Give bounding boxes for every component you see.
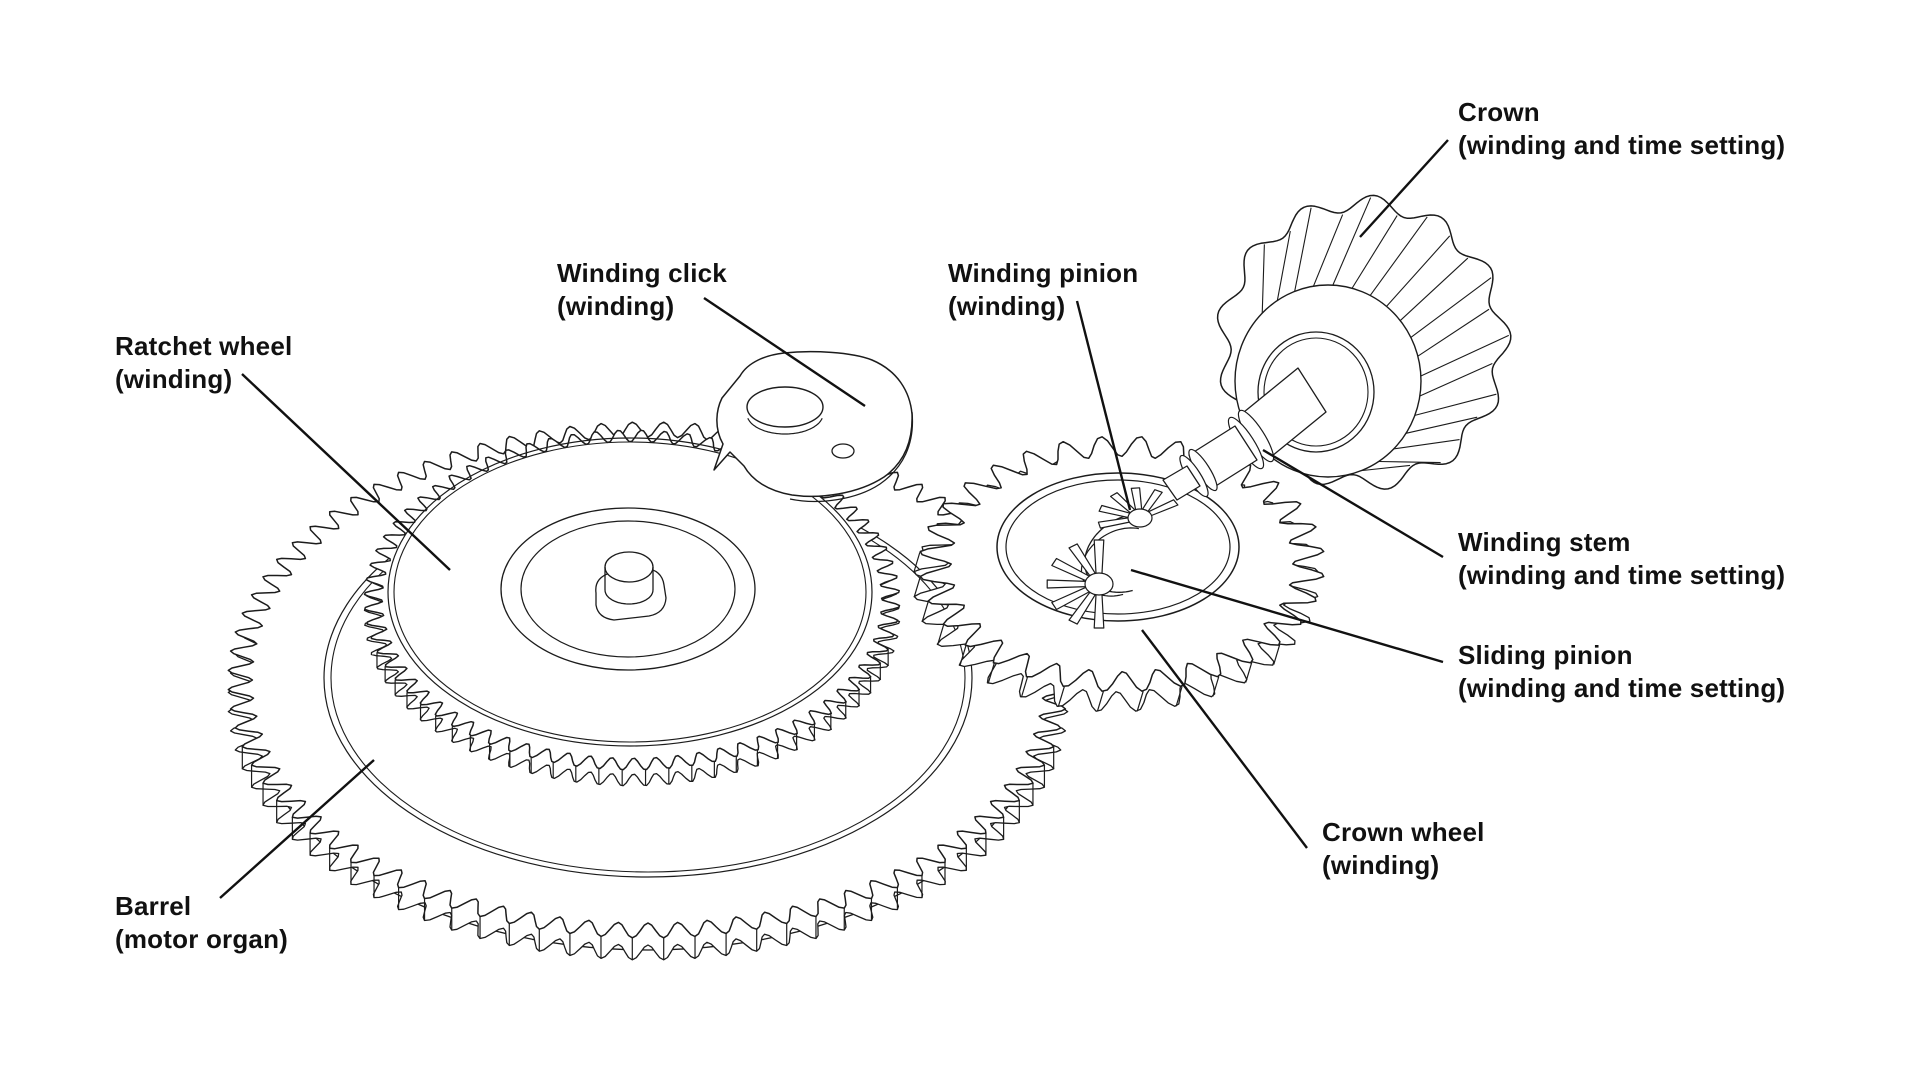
label-winding-stem: Winding stem (winding and time setting) <box>1458 526 1785 592</box>
label-winding-click-name: Winding click <box>557 258 727 288</box>
label-sliding-pinion-detail: (winding and time setting) <box>1458 673 1786 703</box>
label-crown-name: Crown <box>1458 97 1540 127</box>
leader-sliding-pinion <box>1130 568 1444 664</box>
winding-stem-shaft <box>1162 367 1327 501</box>
label-ratchet-wheel-detail: (winding) <box>115 364 233 394</box>
leader-winding-click <box>703 297 866 407</box>
leader-winding-stem <box>1262 448 1444 559</box>
label-winding-pinion: Winding pinion (winding) <box>948 257 1138 323</box>
label-crown-wheel-name: Crown wheel <box>1322 817 1485 847</box>
label-winding-click-detail: (winding) <box>557 291 675 321</box>
leader-crown-wheel <box>1141 629 1308 849</box>
label-winding-click: Winding click (winding) <box>557 257 727 323</box>
sliding-pinion-gear <box>1046 513 1151 629</box>
winding-pinion-gear <box>1097 487 1179 529</box>
label-winding-pinion-detail: (winding) <box>948 291 1066 321</box>
label-ratchet-wheel: Ratchet wheel (winding) <box>115 330 292 396</box>
leader-ratchet-wheel <box>241 373 451 571</box>
label-barrel-name: Barrel <box>115 891 192 921</box>
label-sliding-pinion: Sliding pinion (winding and time setting… <box>1458 639 1785 705</box>
label-crown: Crown (winding and time setting) <box>1458 96 1785 162</box>
label-crown-wheel-detail: (winding) <box>1322 850 1440 880</box>
label-barrel: Barrel (motor organ) <box>115 890 288 956</box>
label-crown-detail: (winding and time setting) <box>1458 130 1786 160</box>
winding-click-lever <box>713 350 914 503</box>
leader-lines <box>219 139 1449 899</box>
label-winding-stem-detail: (winding and time setting) <box>1458 560 1786 590</box>
leader-winding-pinion <box>1075 300 1132 511</box>
label-crown-wheel: Crown wheel (winding) <box>1322 816 1485 882</box>
leader-barrel <box>219 759 375 899</box>
label-winding-pinion-name: Winding pinion <box>948 258 1139 288</box>
label-ratchet-wheel-name: Ratchet wheel <box>115 331 293 361</box>
leader-crown <box>1359 139 1449 238</box>
label-winding-stem-name: Winding stem <box>1458 527 1631 557</box>
label-barrel-detail: (motor organ) <box>115 924 289 954</box>
ratchet-wheel-gear <box>363 429 901 787</box>
label-sliding-pinion-name: Sliding pinion <box>1458 640 1633 670</box>
